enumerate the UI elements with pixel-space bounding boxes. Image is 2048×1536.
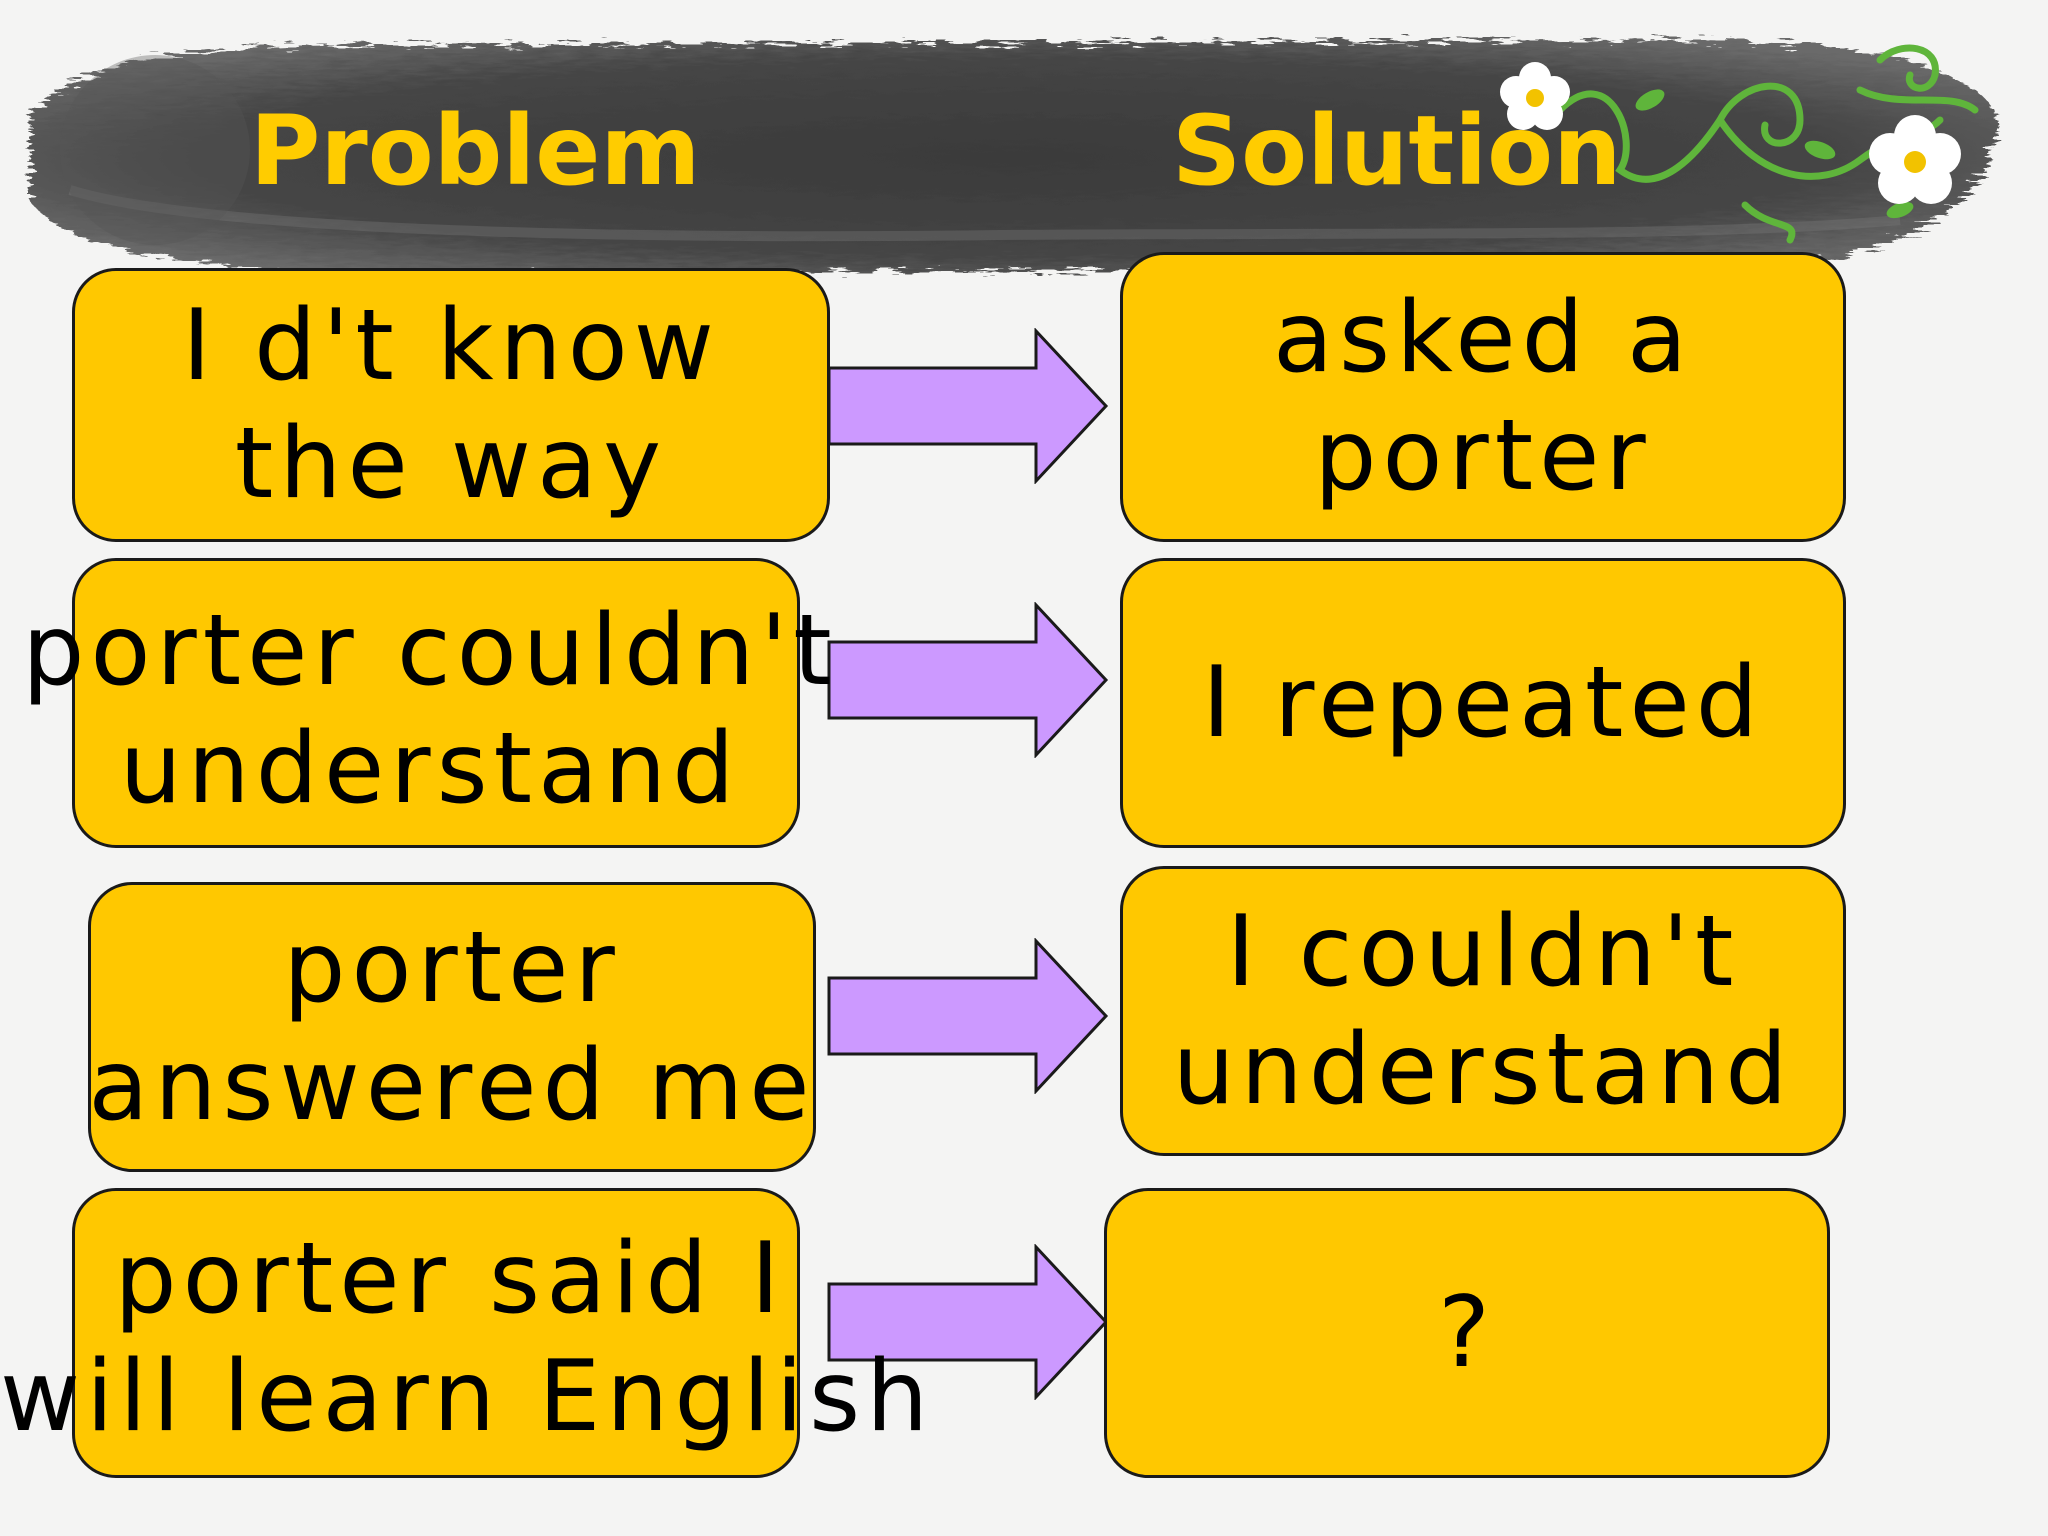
right-arrow-icon (827, 938, 1109, 1094)
solution-text: asked a porter (1272, 281, 1694, 513)
flower-icon (1500, 62, 1961, 204)
problem-box: porter answered me (88, 882, 816, 1172)
solution-text: I repeated (1202, 646, 1764, 760)
right-arrow-icon (827, 328, 1109, 484)
solution-box: asked a porter (1120, 252, 1846, 542)
solution-header: Solution (1172, 95, 1622, 207)
problem-box (72, 1188, 800, 1478)
problem-text: porter answered me (88, 911, 816, 1143)
solution-box: I couldn't understand (1120, 866, 1846, 1156)
solution-box: I repeated (1120, 558, 1846, 848)
problem-text: porter said I will learn English (0, 1222, 935, 1454)
problem-text: porter couldn't understand (22, 594, 838, 826)
problem-box: I d't know the way (72, 268, 830, 542)
problem-box (72, 558, 800, 848)
flower-vine-icon (1556, 44, 1979, 244)
solution-text: I couldn't understand (1172, 895, 1794, 1127)
problem-text: I d't know the way (182, 289, 720, 521)
problem-header: Problem (250, 95, 701, 207)
solution-text: ? (1437, 1276, 1496, 1390)
right-arrow-icon (827, 602, 1109, 758)
right-arrow-icon (827, 1244, 1109, 1400)
solution-box: ? (1104, 1188, 1830, 1478)
